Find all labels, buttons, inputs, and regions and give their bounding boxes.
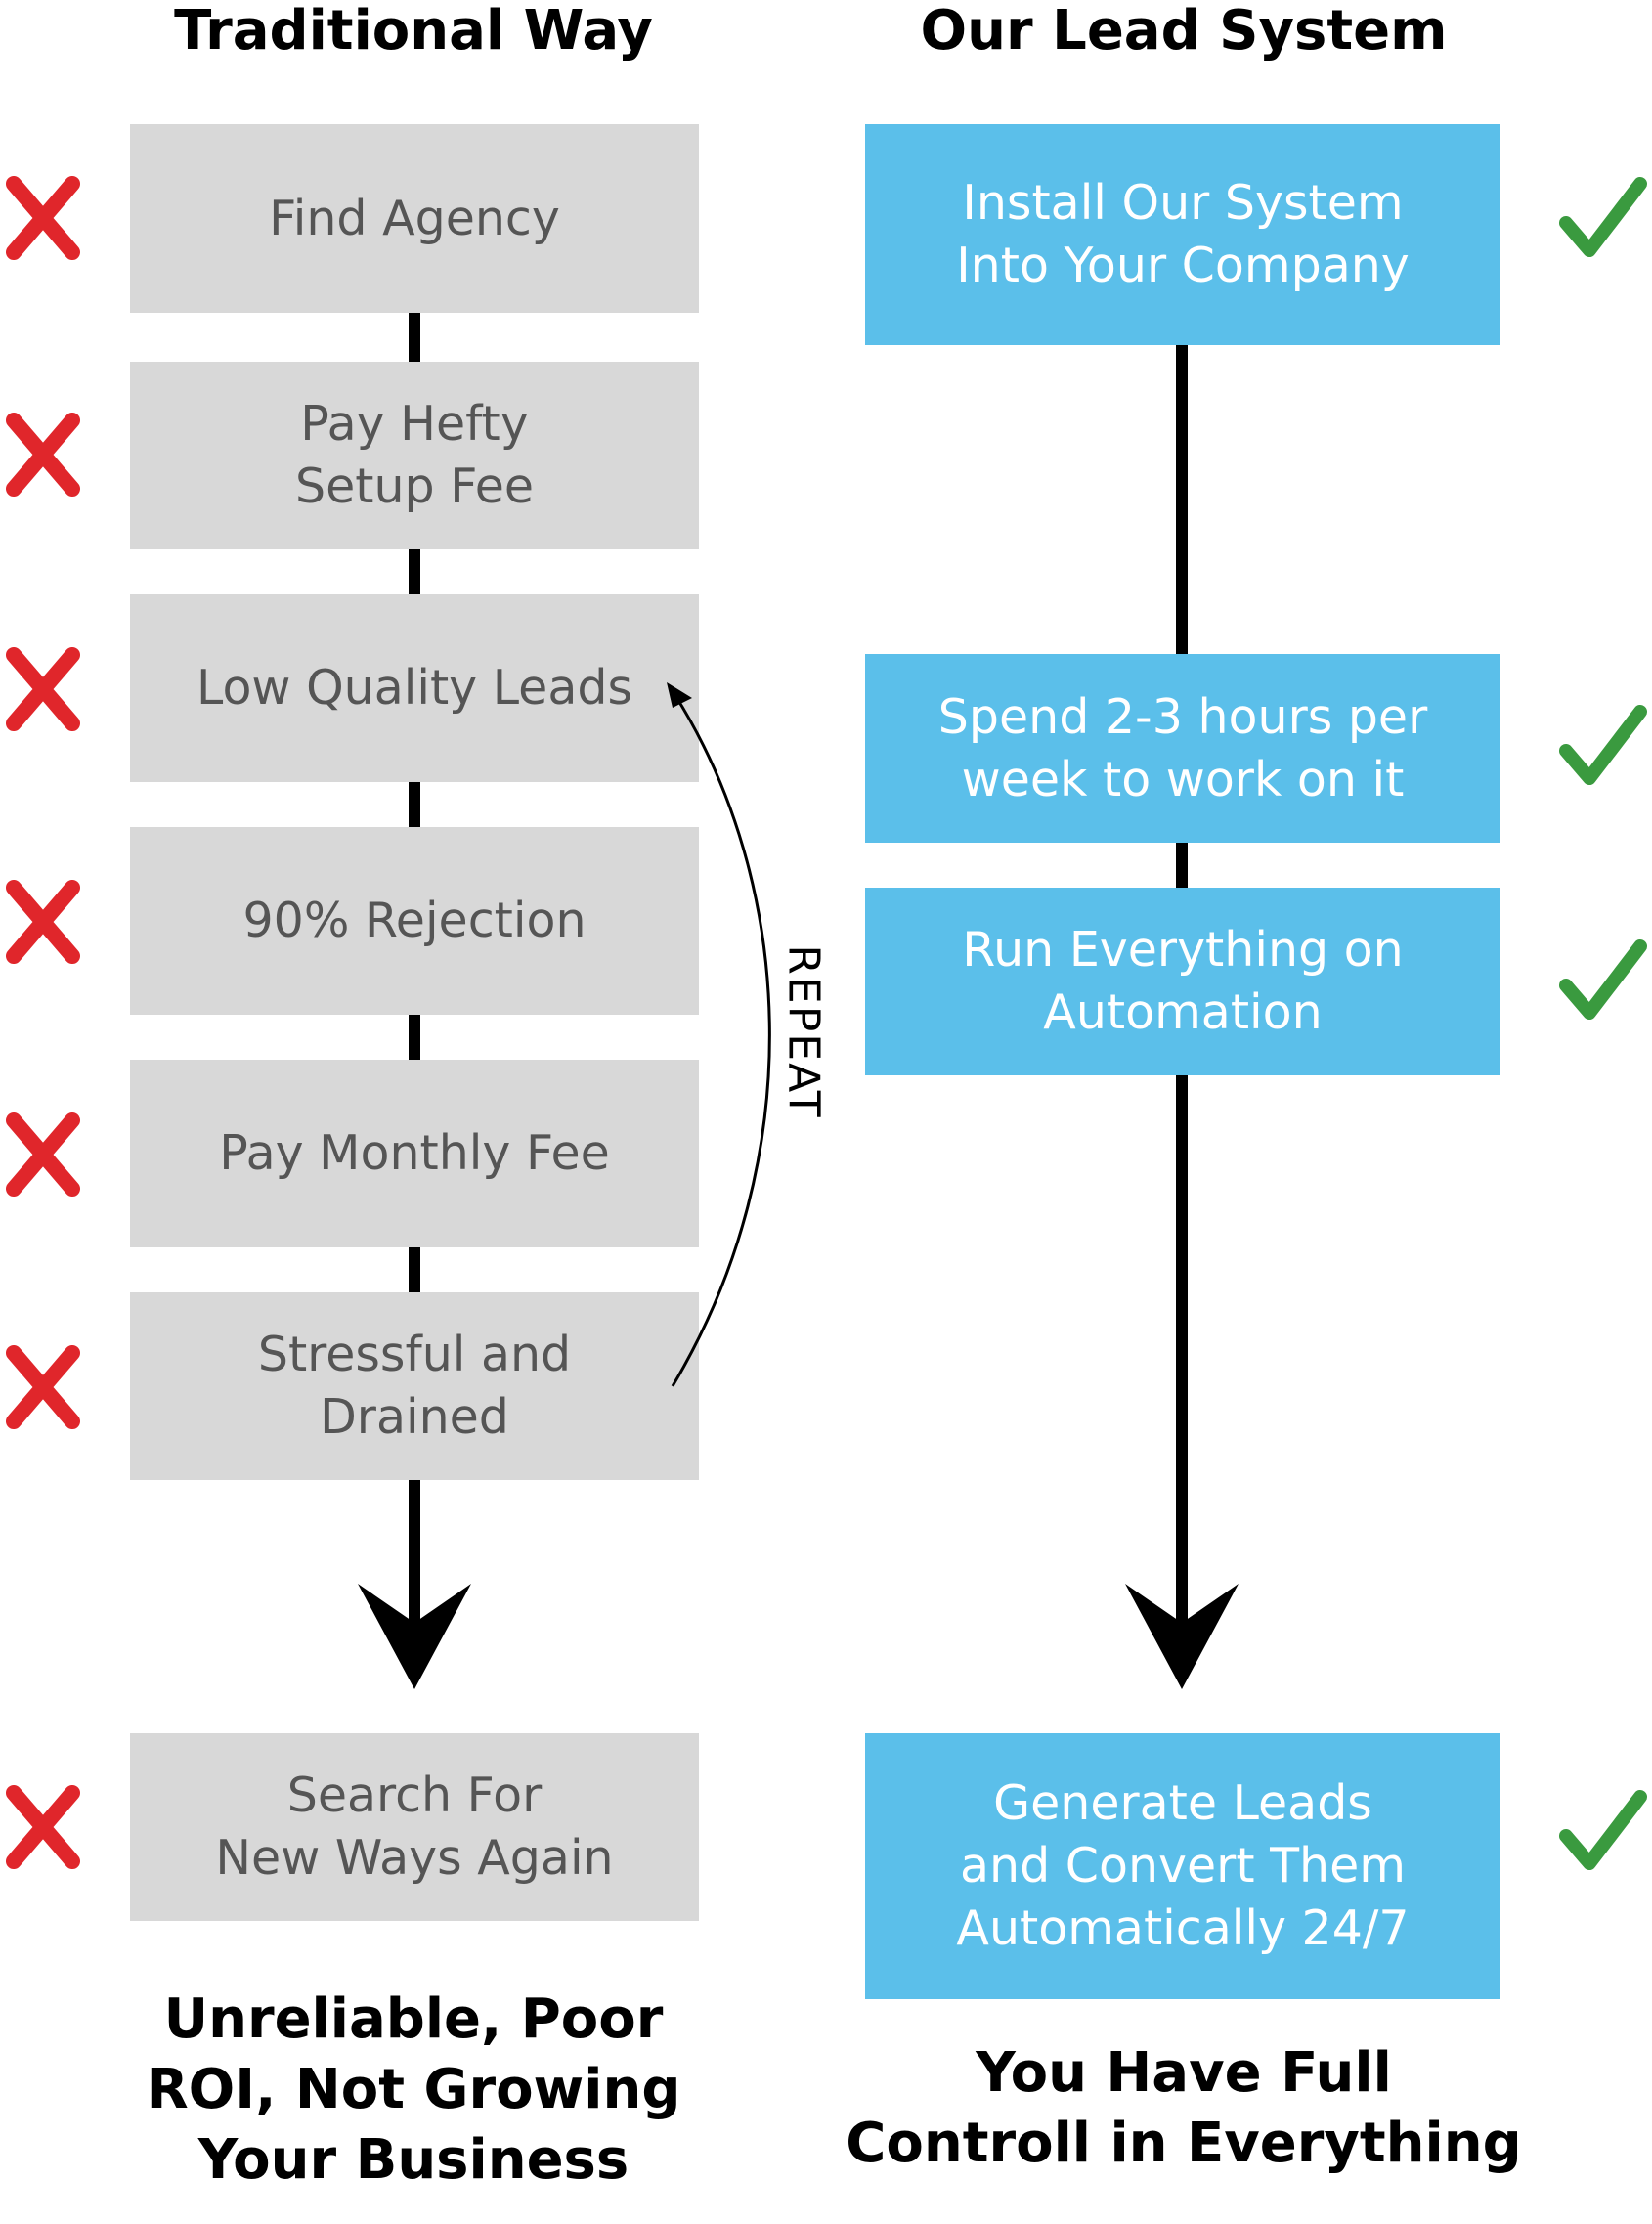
left-final-step: Search For New Ways Again [130, 1733, 699, 1921]
left-connector [409, 1247, 420, 1292]
left-connector [409, 1015, 420, 1060]
cross-icon [6, 1785, 80, 1869]
right-final-step: Generate Leads and Convert Them Automati… [865, 1733, 1500, 1999]
check-icon [1559, 1790, 1647, 1870]
right-arrowhead [1125, 1584, 1239, 1689]
check-icon [1559, 177, 1647, 257]
check-icon [1559, 939, 1647, 1020]
cross-icon [6, 413, 80, 497]
left-arrowhead [358, 1584, 471, 1689]
right-heading: Our Lead System [920, 0, 1448, 63]
left-connector [409, 782, 420, 827]
cross-icon [6, 1345, 80, 1429]
left-outcome: Unreliable, Poor ROI, Not Growing Your B… [146, 1987, 681, 2192]
check-icon [1559, 705, 1647, 785]
left-step-1: Find Agency [130, 124, 699, 313]
right-connector [1176, 843, 1188, 888]
right-step-2: Spend 2-3 hours per week to work on it [865, 654, 1500, 843]
left-connector [409, 313, 420, 362]
right-connector [1176, 345, 1188, 654]
left-step-4: 90% Rejection [130, 827, 699, 1015]
left-heading: Traditional Way [174, 0, 653, 63]
left-step-6: Stressful and Drained [130, 1292, 699, 1480]
cross-icon [6, 647, 80, 731]
cross-icon [6, 880, 80, 964]
repeat-label: REPEAT [778, 944, 829, 1119]
left-step-5: Pay Monthly Fee [130, 1060, 699, 1247]
cross-icon [6, 1112, 80, 1197]
right-step-3: Run Everything on Automation [865, 888, 1500, 1075]
left-step-2: Pay Hefty Setup Fee [130, 362, 699, 549]
repeat-loop-arrow [667, 682, 771, 1387]
right-outcome: You Have Full Controll in Everything [846, 2041, 1522, 2175]
right-down-shaft [1176, 1075, 1188, 1646]
left-connector [409, 549, 420, 594]
left-down-shaft [409, 1480, 420, 1646]
left-step-3: Low Quality Leads [130, 594, 699, 782]
cross-icon [6, 176, 80, 260]
right-step-1: Install Our System Into Your Company [865, 124, 1500, 345]
